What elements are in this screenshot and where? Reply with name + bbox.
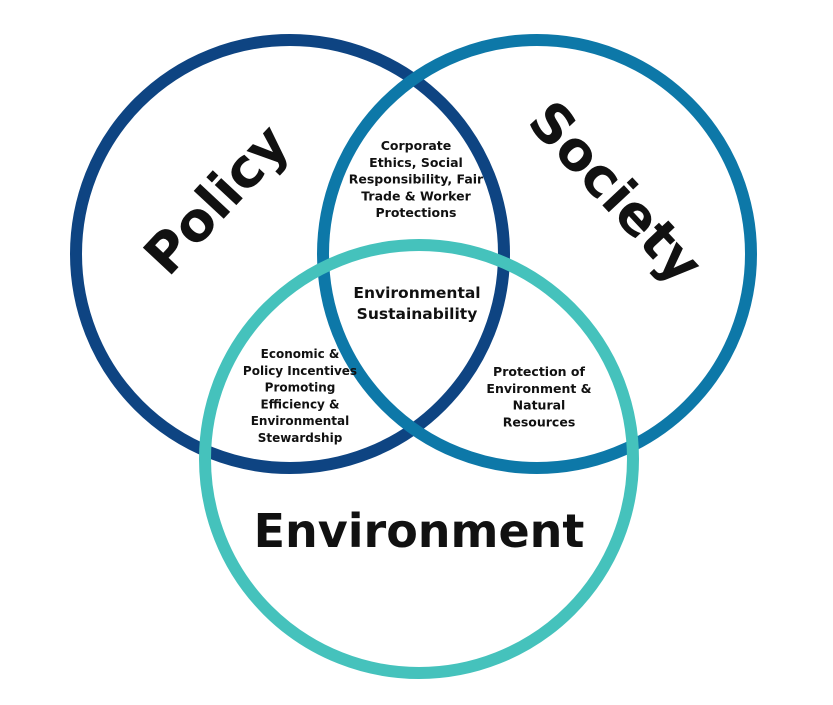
overlap-text-line: Environment & xyxy=(486,381,591,396)
society-label: Society xyxy=(516,89,715,296)
overlap-text-line: Economic & xyxy=(261,347,340,361)
overlap-text-line: Protection of xyxy=(493,364,585,379)
overlap-text-line: Stewardship xyxy=(258,431,343,445)
overlap-policy-environment: Economic & Policy IncentivesPromotingEffi… xyxy=(243,347,357,445)
policy-circle xyxy=(70,34,510,474)
overlap-text-line: Sustainability xyxy=(357,305,478,323)
overlap-text-line: Environmental xyxy=(251,414,350,428)
overlap-text-line: Promoting xyxy=(265,381,336,395)
overlap-text-line: Resources xyxy=(503,414,576,429)
overlap-text-line: Corporate xyxy=(381,138,452,153)
overlap-text-line: Protections xyxy=(376,205,457,220)
overlap-text-line: Natural xyxy=(513,398,566,413)
policy-label: Policy xyxy=(132,112,301,287)
society-circle xyxy=(317,34,757,474)
overlap-text-line: Policy Incentives xyxy=(243,364,357,378)
overlap-text-line: Responsibility, Fair xyxy=(349,172,484,187)
overlap-text-line: Ethics, Social xyxy=(369,155,463,170)
overlap-text-line: Environmental xyxy=(353,284,480,302)
overlap-text-line: Efficiency & xyxy=(260,397,339,411)
environment-label: Environment xyxy=(254,504,585,558)
overlap-society-environment: Protection of Environment & NaturalResourc… xyxy=(486,364,591,429)
overlap-text-line: Trade & Worker xyxy=(361,188,471,203)
environment-circle xyxy=(199,239,639,679)
